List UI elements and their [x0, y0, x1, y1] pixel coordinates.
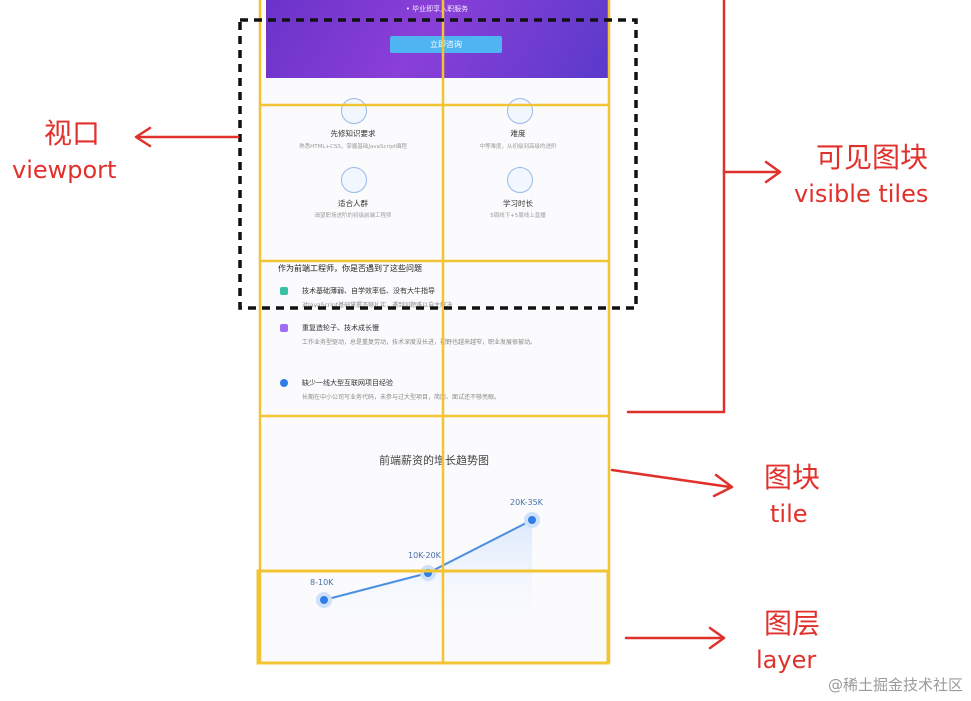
- viewport-label-cn: 视口: [44, 117, 101, 150]
- layer-arrowhead: [708, 626, 726, 650]
- visible-tiles-label-en: visible tiles: [794, 180, 929, 208]
- question-1-desc: 对JavaScript基础掌握不够扎实，遇到问题难以自主解决: [302, 302, 453, 309]
- viewport-label-en: viewport: [12, 156, 117, 184]
- question-2-icon: [280, 324, 288, 332]
- question-2-desc: 工作业务型驱动，总是重复劳动，技术深度没长进，视野也越来越窄，职业发展很被动。: [302, 339, 537, 346]
- calendar-icon: [507, 167, 533, 193]
- tile-arrowhead: [712, 473, 734, 498]
- feature-title-2: 难度: [510, 129, 526, 138]
- feature-desc-1: 熟悉HTML+CSS，掌握基础JavaScript编程: [299, 144, 407, 150]
- question-1-icon: [280, 287, 288, 295]
- chart-point-label: 8-10K: [310, 578, 334, 587]
- layer-label-en: layer: [756, 646, 817, 674]
- audience-icon: [341, 167, 367, 193]
- question-section-title: 作为前端工程师，你是否遇到了这些问题: [278, 264, 422, 273]
- chart-point: [320, 596, 328, 604]
- feature-desc-4: 5周线下+5周线上直播: [490, 213, 546, 219]
- chart-point-label: 20K-35K: [510, 498, 543, 507]
- prerequisite-icon: [341, 98, 367, 124]
- layer-box: [256, 569, 610, 665]
- question-1-title: 技术基础薄弱、自学效率低、没有大牛指导: [302, 287, 435, 295]
- feature-desc-2: 中等难度，从初级到高级的进阶: [479, 144, 557, 150]
- visible-tiles-label-cn: 可见图块: [816, 141, 929, 174]
- tile-label-cn: 图块: [764, 461, 821, 494]
- visible-tiles-bracket: [626, 0, 726, 414]
- difficulty-icon: [507, 98, 533, 124]
- page-mockup: • 毕业即享入职服务 立即咨询 先修知识要求 熟悉HTML+CSS，掌握基础Ja…: [258, 0, 610, 663]
- chart-title: 前端薪资的增长趋势图: [379, 454, 489, 467]
- question-3-icon: [280, 379, 288, 387]
- visible-tiles-arrowhead: [764, 160, 782, 184]
- chart-area-fill: [324, 520, 532, 650]
- feature-title-4: 学习时长: [503, 199, 533, 208]
- banner-text: • 毕业即享入职服务: [405, 5, 469, 13]
- viewport-arrowhead: [134, 126, 152, 148]
- chart-point: [528, 516, 536, 524]
- salary-chart: [316, 512, 540, 650]
- tile-label-en: tile: [770, 500, 808, 528]
- banner: • 毕业即享入职服务 立即咨询: [266, 0, 608, 78]
- tile-arrow: [610, 468, 732, 489]
- feature-desc-3: 渴望职场进阶的初级前端工程师: [314, 213, 392, 219]
- chart-point-label: 10K-20K: [408, 551, 441, 560]
- question-2-title: 重复造轮子、技术成长慢: [302, 324, 379, 332]
- question-3-desc: 长期在中小公司写业务代码，未参与过大型项目，简历、面试还不够亮眼。: [302, 394, 501, 401]
- question-3-title: 缺少一线大型互联网项目经验: [302, 379, 393, 387]
- tile-grid: [256, 0, 611, 665]
- consult-button[interactable]: 立即咨询: [390, 36, 502, 53]
- watermark: @稀土掘金技术社区: [827, 676, 963, 694]
- feature-title-1: 先修知识要求: [330, 129, 376, 138]
- viewport-box: [238, 18, 638, 310]
- feature-title-3: 适合人群: [338, 199, 368, 208]
- layer-label-cn: 图层: [764, 607, 821, 640]
